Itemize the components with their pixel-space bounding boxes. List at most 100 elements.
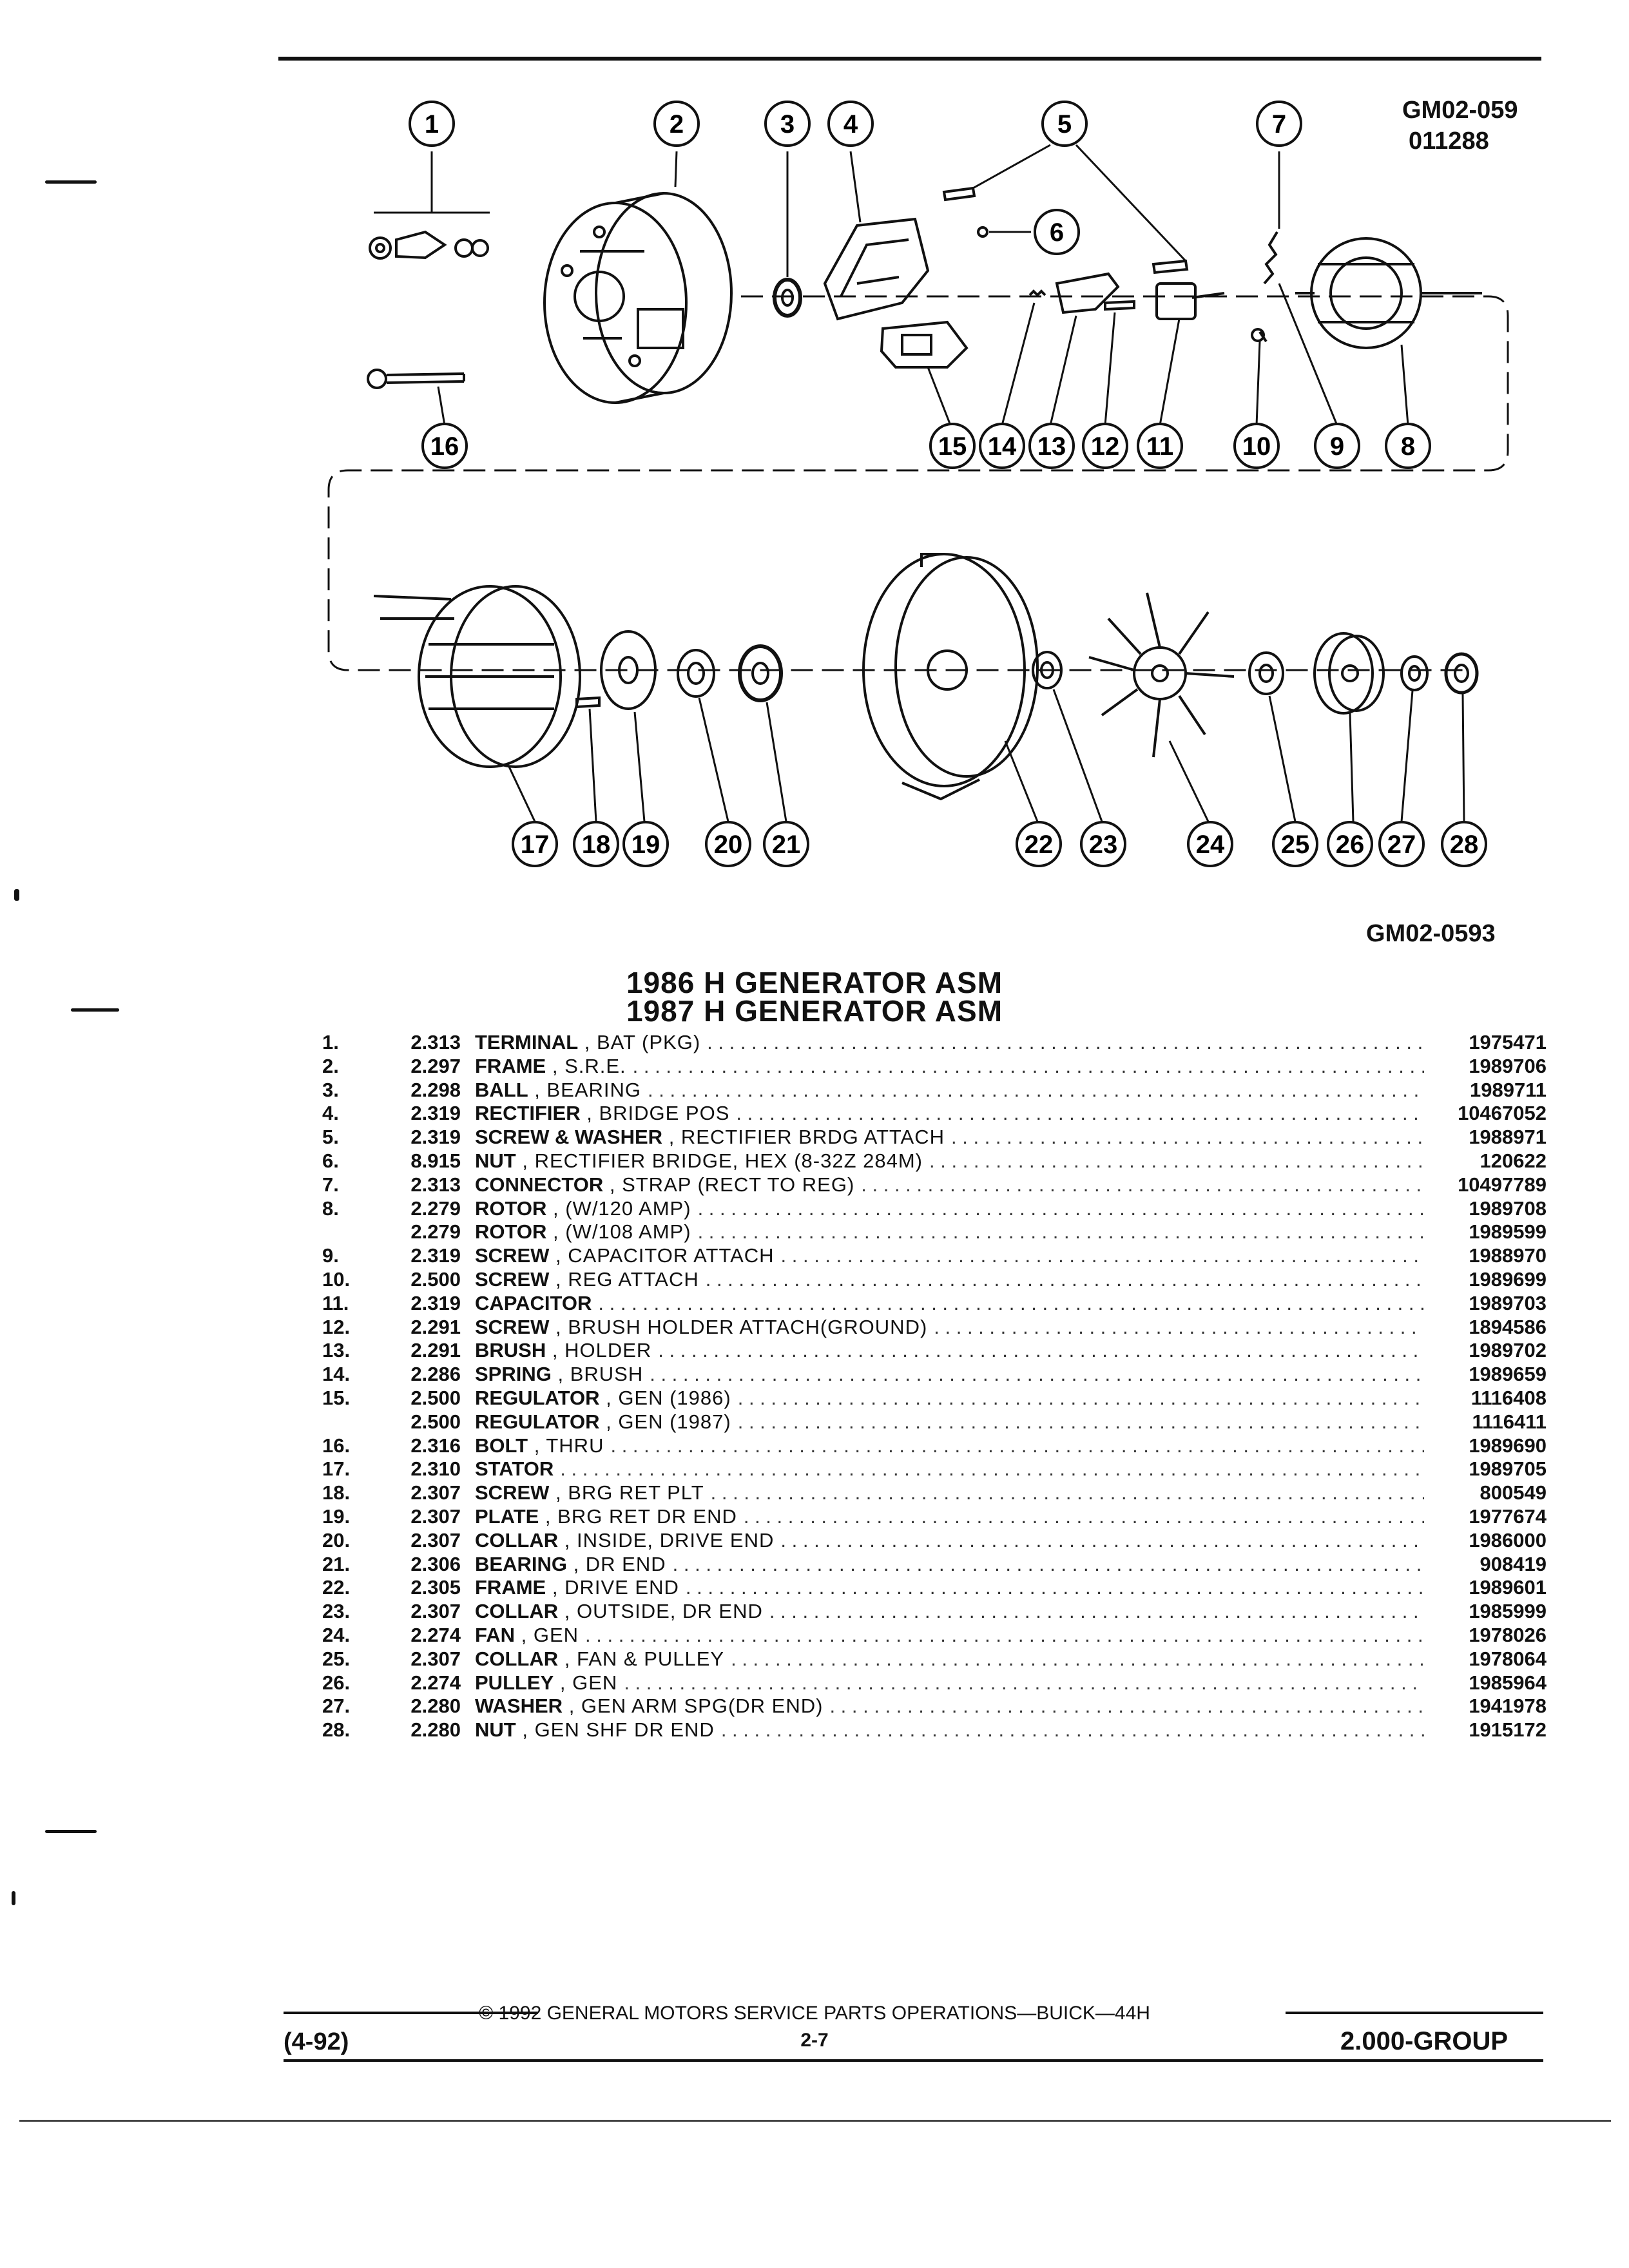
leader-dots: . . . . . . . . . . . . . . . . . . . . …: [780, 1528, 1424, 1552]
footer-group: 2.000-GROUP: [1340, 2027, 1509, 2055]
part-name: BRUSH: [475, 1339, 546, 1362]
item-number: 16.: [322, 1434, 351, 1457]
callout-2: 2: [653, 101, 700, 147]
leader-dots: . . . . . . . . . . . . . . . . . . . . …: [632, 1054, 1424, 1077]
item-number: 10.: [322, 1267, 351, 1291]
part-name: PULLEY: [475, 1671, 554, 1694]
part-number: 1989599: [1469, 1220, 1547, 1244]
callout-28: 28: [1441, 821, 1487, 867]
part-number: 1989702: [1469, 1339, 1547, 1362]
group-number: 2.297: [410, 1054, 461, 1077]
item-number: 23.: [322, 1600, 351, 1623]
part-name: REGULATOR: [475, 1386, 600, 1409]
part-name: FAN: [475, 1623, 515, 1646]
callout-17: 17: [512, 821, 558, 867]
svg-text:22: 22: [1025, 831, 1054, 859]
part-description: NUT , GEN SHF DR END . . . . . . . . . .…: [475, 1718, 1431, 1742]
part-description: FAN , GEN . . . . . . . . . . . . . . . …: [475, 1623, 1424, 1646]
part-description: FRAME , S.R.E. . . . . . . . . . . . . .…: [475, 1055, 1431, 1078]
part-description: BEARING , DR END . . . . . . . . . . . .…: [475, 1553, 1431, 1576]
group-number: 2.307: [410, 1647, 461, 1670]
callout-19: 19: [622, 821, 669, 867]
part-number: 1989659: [1469, 1363, 1547, 1386]
item-number: 13.: [322, 1339, 351, 1362]
group-number: 2.310: [410, 1457, 461, 1481]
svg-text:28: 28: [1450, 831, 1479, 859]
svg-text:1: 1: [425, 110, 439, 139]
item-number: 18.: [322, 1481, 351, 1504]
part-qualifier: GEN (1986): [618, 1386, 731, 1409]
part-qualifier: RECTIFIER BRDG ATTACH: [680, 1126, 945, 1149]
item-number: 7.: [322, 1173, 339, 1196]
group-number: 2.313: [410, 1031, 461, 1053]
margin-mark: [45, 180, 97, 184]
part-qualifier: BRG RET DR END: [557, 1504, 737, 1528]
part-description: BOLT , THRU . . . . . . . . . . . . . . …: [475, 1434, 1431, 1457]
part-qualifier: GEN: [533, 1623, 579, 1646]
part-name: SCREW: [475, 1315, 550, 1338]
callout-10: 10: [1233, 423, 1280, 469]
callout-24: 24: [1187, 821, 1233, 867]
callout-11: 11: [1137, 423, 1183, 469]
part-name: SCREW: [475, 1267, 550, 1291]
part-name: SCREW: [475, 1481, 550, 1504]
group-number: 2.306: [410, 1552, 461, 1575]
part-qualifier: HOLDER: [564, 1339, 652, 1362]
part-number: 120622: [1480, 1149, 1547, 1172]
part-qualifier: S.R.E.: [564, 1054, 626, 1077]
leader-dots: . . . . . . . . . . . . . . . . . . . . …: [780, 1244, 1424, 1267]
part-name: COLLAR: [475, 1528, 559, 1552]
svg-text:9: 9: [1330, 432, 1344, 461]
part-qualifier: OUTSIDE, DR END: [577, 1600, 763, 1623]
svg-text:23: 23: [1089, 831, 1118, 859]
part-number: 1989711: [1470, 1078, 1547, 1101]
margin-mark: [71, 1008, 119, 1012]
part-qualifier: DR END: [585, 1552, 666, 1575]
part-name: NUT: [475, 1149, 516, 1172]
part-name: SCREW: [475, 1244, 550, 1267]
item-number: 11.: [322, 1291, 349, 1314]
part-number: 1988971: [1469, 1126, 1547, 1149]
footer-rule-right: [1286, 2012, 1543, 2014]
footer-rule-left: [284, 2012, 538, 2014]
part-qualifier: BRG RET PLT: [568, 1481, 704, 1504]
item-number: 14.: [322, 1363, 351, 1386]
svg-text:7: 7: [1272, 110, 1286, 139]
part-description: PULLEY , GEN . . . . . . . . . . . . . .…: [475, 1671, 1431, 1695]
leader-dots: . . . . . . . . . . . . . . . . . . . . …: [697, 1220, 1424, 1244]
leader-dots: . . . . . . . . . . . . . . . . . . . . …: [737, 1410, 1424, 1433]
group-number: 2.307: [410, 1600, 461, 1623]
callout-6: 6: [1034, 209, 1080, 255]
part-name: WASHER: [475, 1695, 563, 1718]
leader-dots: . . . . . . . . . . . . . . . . . . . . …: [685, 1576, 1424, 1599]
part-name: SPRING: [475, 1363, 552, 1386]
callout-27: 27: [1378, 821, 1425, 867]
group-number: 2.274: [410, 1671, 461, 1694]
part-number: 1989699: [1469, 1267, 1547, 1291]
item-number: 25.: [322, 1647, 351, 1670]
part-number: 1985999: [1469, 1600, 1547, 1623]
item-number: 28.: [322, 1718, 351, 1742]
part-number: 1989690: [1469, 1434, 1547, 1457]
item-number: 12.: [322, 1315, 351, 1338]
part-name: ROTOR: [475, 1220, 547, 1244]
part-description: COLLAR , OUTSIDE, DR END . . . . . . . .…: [475, 1600, 1431, 1623]
svg-text:16: 16: [430, 432, 459, 461]
item-number: 17.: [322, 1457, 351, 1481]
part-name: ROTOR: [475, 1196, 547, 1220]
part-number: 1894586: [1469, 1315, 1547, 1338]
item-number: 24.: [322, 1623, 351, 1646]
footer-rule-bottom: [284, 2059, 1543, 2062]
leader-dots: . . . . . . . . . . . . . . . . . . . . …: [929, 1149, 1424, 1172]
svg-text:8: 8: [1401, 432, 1415, 461]
group-number: 2.319: [410, 1126, 461, 1149]
